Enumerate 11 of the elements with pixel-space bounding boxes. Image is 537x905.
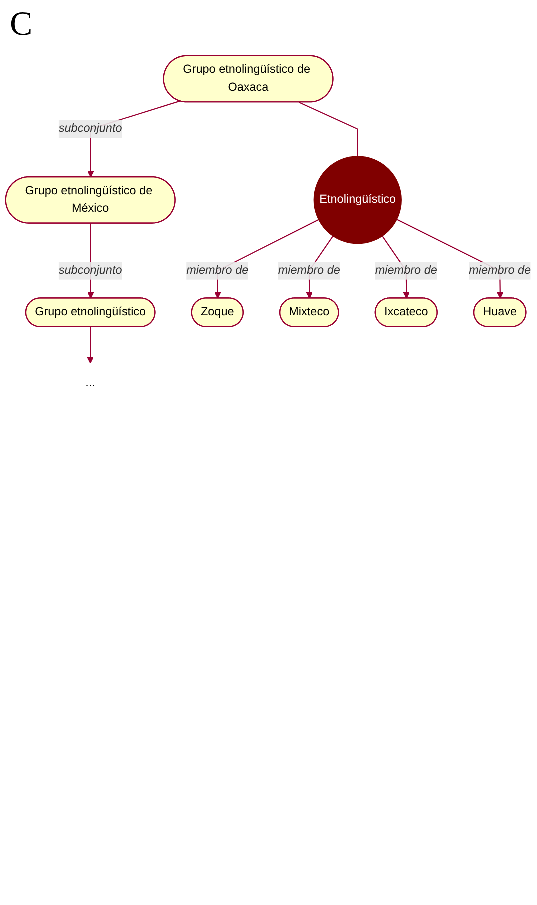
- letter-label: C: [10, 6, 33, 43]
- arrow: [87, 327, 94, 364]
- edge-label: miembro de: [278, 264, 340, 277]
- edge-label: subconjunto: [58, 122, 122, 136]
- edge-label: miembro de: [375, 264, 438, 277]
- node-circle: Etnolingüístico: [314, 156, 402, 244]
- edge-label: miembro de: [186, 264, 249, 277]
- edge-label: miembro de: [469, 264, 532, 277]
- connector: [298, 102, 358, 156]
- node-text: ...: [86, 376, 96, 390]
- edge-label: subconjunto: [58, 264, 122, 277]
